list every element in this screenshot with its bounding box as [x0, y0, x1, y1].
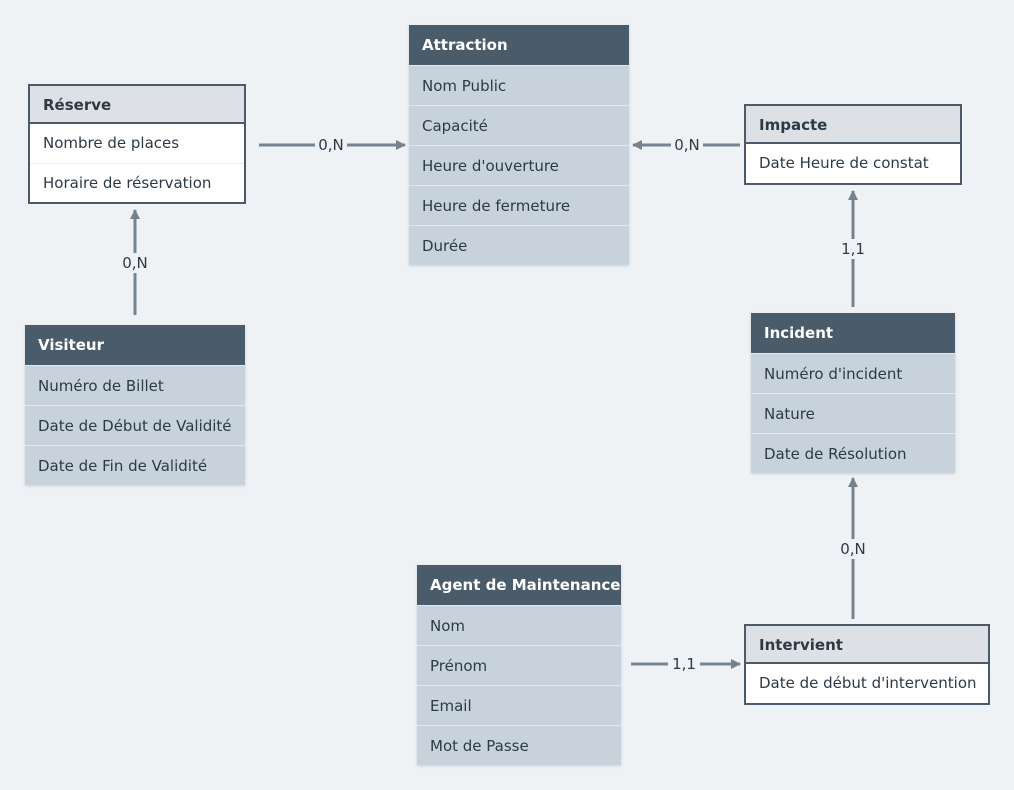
entity-attraction-title: Attraction	[409, 25, 629, 65]
agent-field-mot-de-passe: Mot de Passe	[417, 725, 621, 765]
cardinality-agent-intervient: 1,1	[672, 655, 696, 673]
cardinality-label-bg	[668, 654, 700, 674]
relation-impacte-title: Impacte	[746, 106, 960, 144]
entity-incident[interactable]: Incident Numéro d'incident Nature Date d…	[751, 313, 955, 473]
cardinality-label-bg	[671, 135, 703, 155]
relation-reserve-title: Réserve	[30, 86, 244, 124]
agent-field-prenom: Prénom	[417, 645, 621, 685]
reserve-field-horaire-reservation: Horaire de réservation	[30, 163, 244, 202]
visiteur-field-date-fin-validite: Date de Fin de Validité	[25, 445, 245, 485]
cardinality-impacte-attraction: 0,N	[674, 136, 700, 154]
cardinality-reserve-attraction: 0,N	[318, 136, 344, 154]
entity-agent-title: Agent de Maintenance	[417, 565, 621, 605]
entity-attraction[interactable]: Attraction Nom Public Capacité Heure d'o…	[409, 25, 629, 265]
attraction-field-heure-ouverture: Heure d'ouverture	[409, 145, 629, 185]
agent-field-nom: Nom	[417, 605, 621, 645]
attraction-field-duree: Durée	[409, 225, 629, 265]
incident-field-nature: Nature	[751, 393, 955, 433]
cardinality-incident-impacte: 1,1	[841, 240, 865, 258]
incident-field-date-resolution: Date de Résolution	[751, 433, 955, 473]
incident-field-numero-incident: Numéro d'incident	[751, 353, 955, 393]
impacte-field-date-heure-constat: Date Heure de constat	[746, 144, 960, 183]
attraction-field-capacite: Capacité	[409, 105, 629, 145]
entity-visiteur[interactable]: Visiteur Numéro de Billet Date de Début …	[25, 325, 245, 485]
entity-agent-de-maintenance[interactable]: Agent de Maintenance Nom Prénom Email Mo…	[417, 565, 621, 765]
visiteur-field-numero-billet: Numéro de Billet	[25, 365, 245, 405]
cardinality-label-bg	[119, 253, 151, 273]
attraction-field-nom-public: Nom Public	[409, 65, 629, 105]
relation-reserve[interactable]: Réserve Nombre de places Horaire de rése…	[28, 84, 246, 204]
relation-intervient[interactable]: Intervient Date de début d'intervention	[744, 624, 990, 705]
cardinality-label-bg	[315, 135, 347, 155]
entity-visiteur-title: Visiteur	[25, 325, 245, 365]
entity-incident-title: Incident	[751, 313, 955, 353]
cardinality-intervient-incident: 0,N	[840, 540, 866, 558]
cardinality-label-bg	[837, 539, 869, 559]
reserve-field-nombre-places: Nombre de places	[30, 124, 244, 163]
relation-impacte[interactable]: Impacte Date Heure de constat	[744, 104, 962, 185]
cardinality-label-bg	[837, 239, 869, 259]
relation-intervient-title: Intervient	[746, 626, 988, 664]
visiteur-field-date-debut-validite: Date de Début de Validité	[25, 405, 245, 445]
attraction-field-heure-fermeture: Heure de fermeture	[409, 185, 629, 225]
agent-field-email: Email	[417, 685, 621, 725]
cardinality-visiteur-reserve: 0,N	[122, 254, 148, 272]
intervient-field-date-debut-intervention: Date de début d'intervention	[746, 664, 988, 703]
